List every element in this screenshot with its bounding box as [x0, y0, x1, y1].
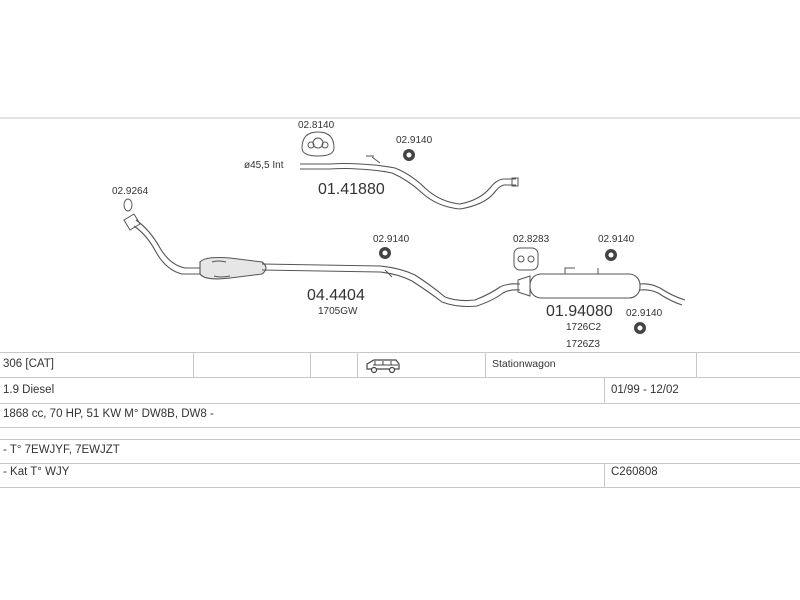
part-ref-1705GW: 1705GW — [318, 306, 358, 317]
ref-code-cell: C260808 — [611, 466, 658, 478]
exhaust-diagram: ø45,5 Int 01.41880 02.8140 02.9140 02.92… — [0, 117, 800, 350]
pipe-diameter-note: ø45,5 Int — [244, 160, 284, 171]
mount-label-02-9140-top: 02.9140 — [396, 135, 433, 146]
part-number-04-4404: 04.4404 — [307, 287, 365, 304]
period-cell: 01/99 - 12/02 — [611, 384, 679, 396]
rubber-hanger-icon — [379, 247, 391, 259]
mount-label-02-9140-silencer: 02.9140 — [598, 234, 635, 245]
front-pipe-catalyst-04-4404 — [123, 213, 521, 308]
rubber-hanger-icon — [403, 149, 415, 161]
rubber-ring-icon — [123, 198, 133, 212]
vehicle-cell — [357, 353, 485, 377]
mount-label-02-8140: 02.8140 — [298, 120, 335, 131]
engine-cell: 1.9 Diesel — [3, 384, 55, 396]
mount-label-02-8283: 02.8283 — [513, 234, 550, 245]
model-cell: 306 [CAT] — [3, 358, 54, 370]
mount-label-02-9264: 02.9264 — [112, 186, 149, 197]
flange-mount-icon — [513, 247, 539, 271]
rear-pipe-01-41880 — [300, 155, 519, 210]
body-type-cell: Stationwagon — [492, 358, 556, 370]
cat-type-cell: - Kat T° WJY — [3, 466, 70, 478]
table-row-engine: 1.9 Diesel 01/99 - 12/02 — [0, 378, 800, 404]
part-ref-1726Z3: 1726Z3 — [566, 339, 600, 350]
table-row-cat: - Kat T° WJY C260808 — [0, 464, 800, 488]
part-ref-1726C2: 1726C2 — [566, 322, 601, 333]
engine-codes-cell: - T° 7EWJYF, 7EWJZT — [3, 444, 120, 456]
station-wagon-car-icon — [366, 359, 400, 374]
mount-label-02-9140-lower: 02.9140 — [626, 308, 663, 319]
table-row-specs: 1868 cc, 70 HP, 51 KW M° DW8B, DW8 - — [0, 404, 800, 428]
part-number-01-41880: 01.41880 — [318, 181, 385, 198]
rubber-hanger-icon — [634, 322, 646, 334]
table-row-engine-codes: - T° 7EWJYF, 7EWJZT — [0, 440, 800, 464]
table-row-model: 306 [CAT] Stationwagon — [0, 352, 800, 378]
rear-silencer-01-94080 — [517, 267, 686, 306]
application-table: 306 [CAT] Stationwagon 1.9 Diesel 01/99 … — [0, 352, 800, 488]
specs-cell: 1868 cc, 70 HP, 51 KW M° DW8B, DW8 - — [3, 408, 214, 420]
mount-label-02-9140-mid: 02.9140 — [373, 234, 410, 245]
rubber-hanger-icon — [605, 249, 617, 261]
table-row-blank — [0, 428, 800, 440]
flange-mount-icon — [301, 131, 335, 157]
part-number-01-94080: 01.94080 — [546, 303, 613, 320]
